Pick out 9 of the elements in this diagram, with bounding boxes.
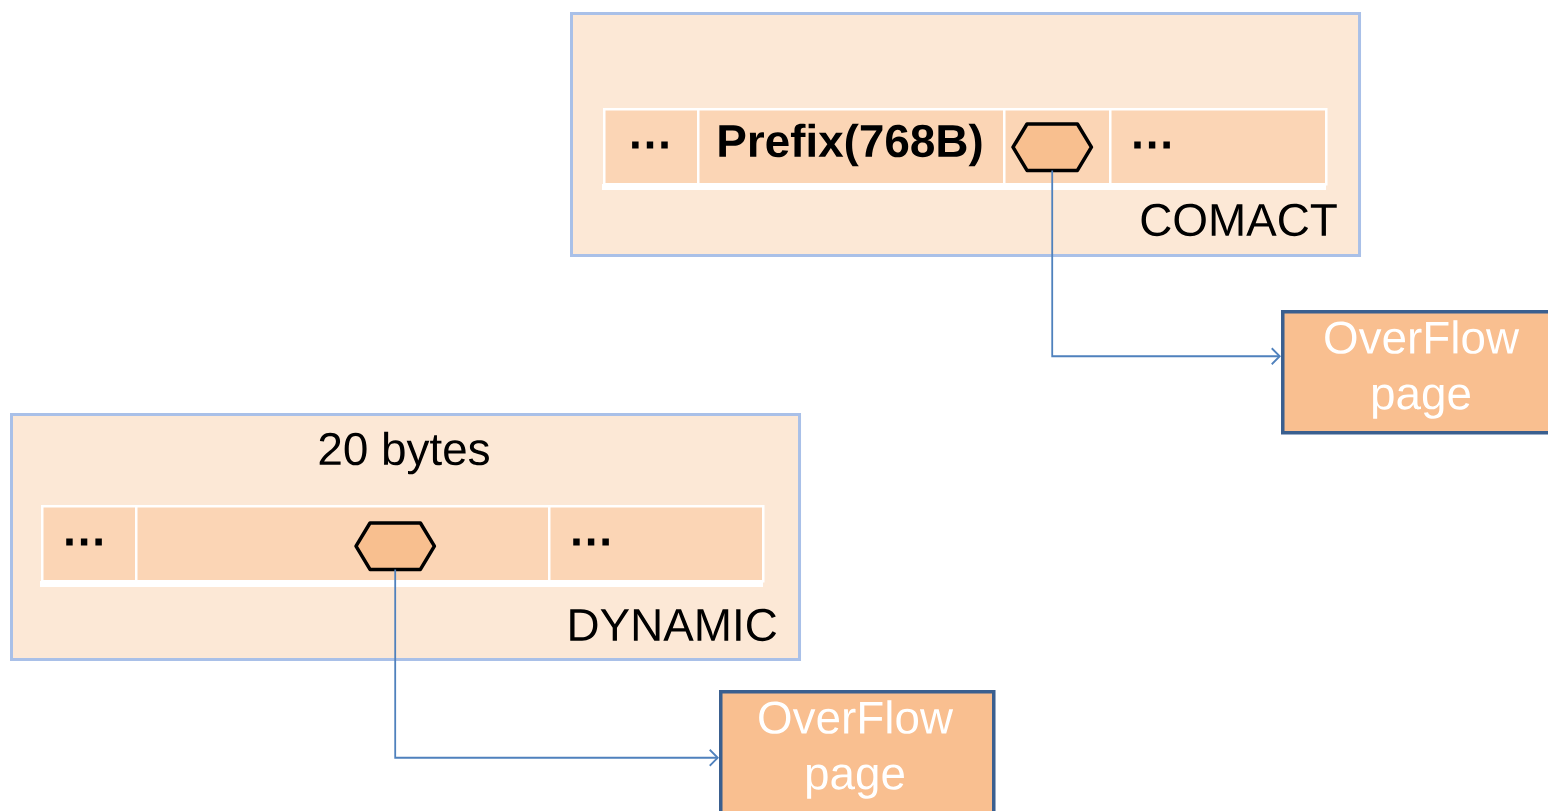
arrow (394, 568, 719, 767)
page-box: OverFlow page (1281, 310, 1548, 435)
page-box: OverFlow page (719, 690, 996, 811)
table-cell: … (602, 108, 700, 190)
table-cell: … (40, 505, 138, 587)
table-cell: … (547, 505, 765, 587)
table-cell: Prefix(768B) (696, 108, 1006, 190)
table-cell: … (1108, 108, 1328, 190)
arrow (1051, 169, 1282, 366)
